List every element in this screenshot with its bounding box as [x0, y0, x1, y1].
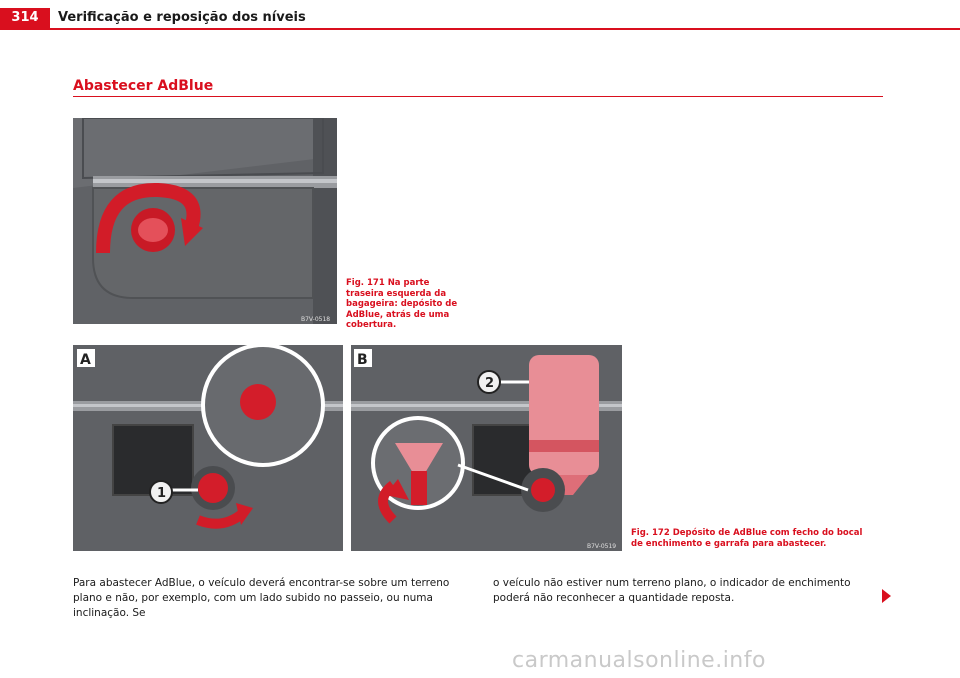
callout-2: 2 [485, 376, 494, 391]
section-title: Abastecer AdBlue [73, 78, 214, 94]
figure-172-code: B7V-0519 [587, 543, 616, 550]
figure-172-image: 1 A 2 B B7V-0519 [73, 345, 622, 551]
figure-171-caption: Fig. 171 Na parte traseira esquerda da b… [346, 278, 458, 330]
body-text-column-2: o veículo não estiver num terreno plano,… [493, 577, 851, 604]
header-rule [0, 28, 960, 30]
panel-b-label: B [357, 352, 368, 368]
figure-172-caption: Fig. 172 Depósito de AdBlue com fecho do… [631, 528, 863, 549]
page-number: 314 [0, 8, 50, 28]
watermark: carmanualsonline.info [512, 648, 766, 673]
figure-171-code: B7V-0518 [301, 316, 330, 323]
header-title: Verificação e reposição dos níveis [58, 10, 306, 25]
section-rule [73, 96, 883, 97]
continue-arrow-icon [882, 589, 891, 603]
body-text-column-1: Para abastecer AdBlue, o veículo deverá … [73, 577, 450, 619]
callout-1: 1 [157, 486, 166, 501]
figure-171-image: B7V-0518 [73, 118, 337, 324]
panel-a-label: A [80, 352, 91, 368]
